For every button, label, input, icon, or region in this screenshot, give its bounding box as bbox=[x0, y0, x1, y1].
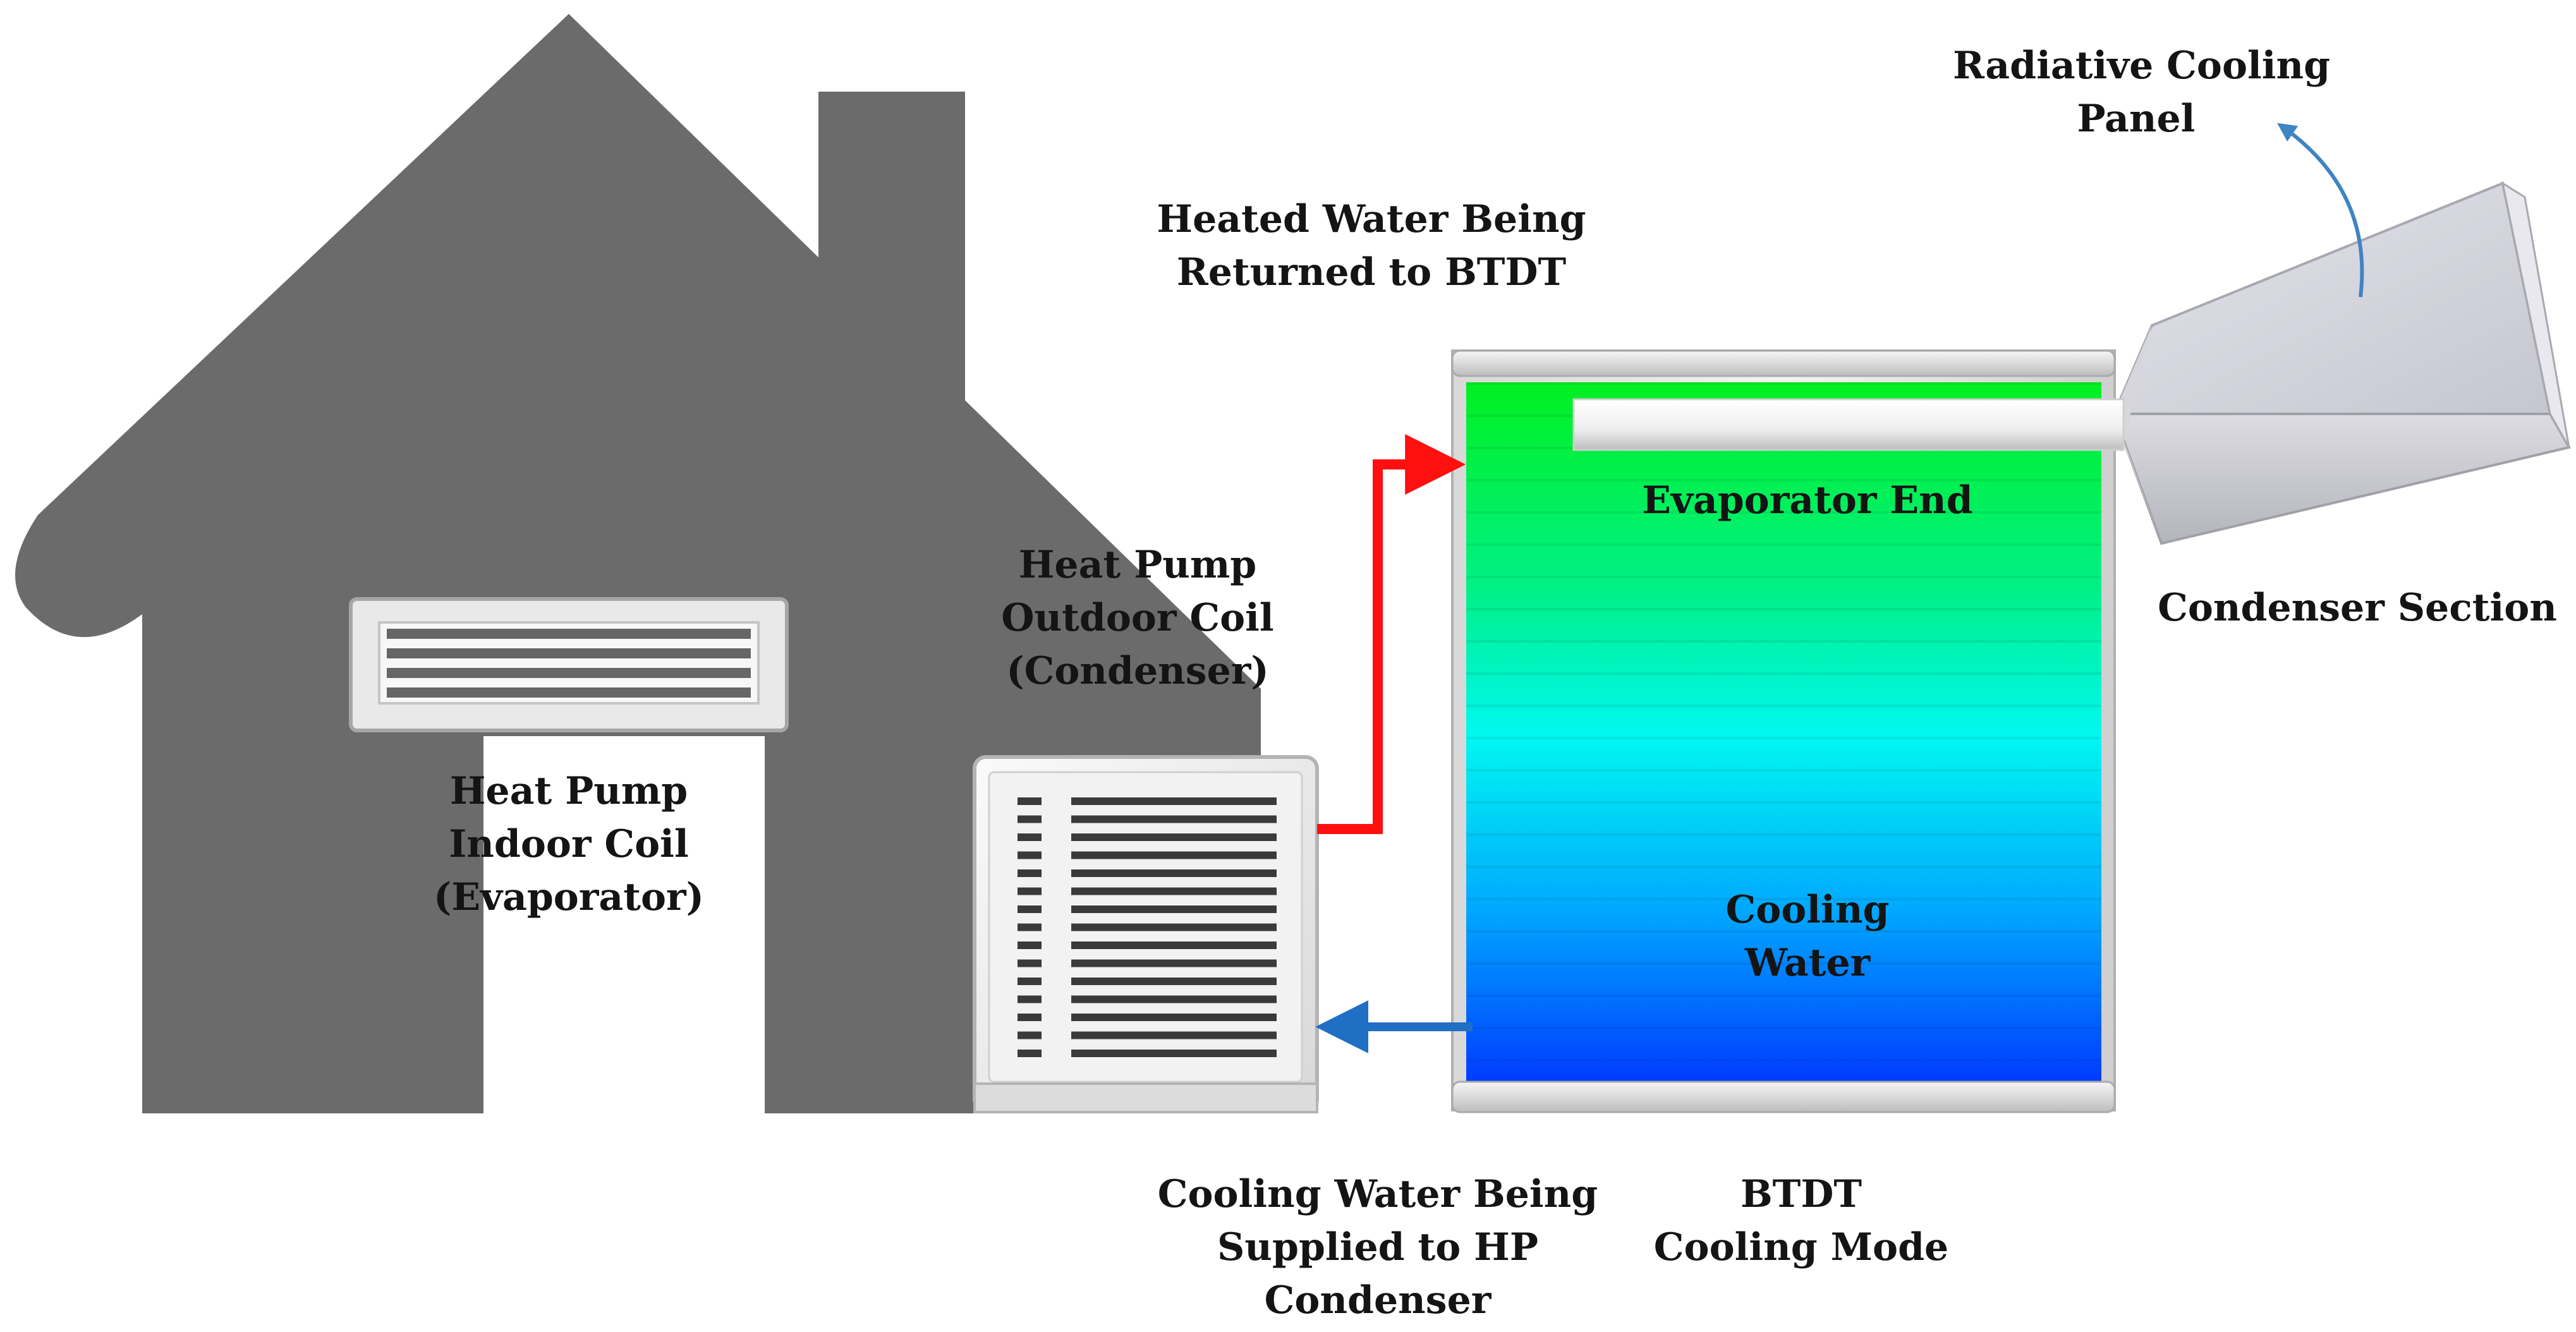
grille-slot bbox=[1018, 869, 1042, 877]
grille-bar bbox=[1071, 851, 1277, 859]
hot-water-return-arrow bbox=[1317, 434, 1466, 834]
grille-slot bbox=[1018, 833, 1042, 841]
tank-band bbox=[1466, 1059, 2101, 1062]
grille-bar bbox=[1071, 1050, 1277, 1057]
radiative-cooling-panel bbox=[2111, 181, 2572, 545]
house-silhouette-icon bbox=[15, 14, 1261, 1113]
grille-bar bbox=[1071, 887, 1277, 895]
heat-pipe-tube bbox=[1572, 398, 2125, 451]
tank-band bbox=[1466, 801, 2101, 804]
grille-slot bbox=[1018, 1014, 1042, 1021]
tank-band bbox=[1466, 640, 2101, 643]
grille-bar bbox=[1071, 869, 1277, 877]
grille-slot bbox=[1018, 941, 1042, 949]
tank-band bbox=[1466, 833, 2101, 836]
tank-band bbox=[1466, 995, 2101, 997]
grille-bar bbox=[1071, 833, 1277, 841]
grille-slot bbox=[1018, 995, 1042, 1003]
tank-band bbox=[1466, 705, 2101, 707]
tank-band bbox=[1466, 737, 2101, 739]
grille-bar bbox=[1071, 797, 1277, 805]
grille-slot bbox=[1018, 887, 1042, 895]
tank-band bbox=[1466, 930, 2101, 933]
label-condenser-section: Condenser Section bbox=[2158, 586, 2557, 630]
grille-slot bbox=[1018, 797, 1042, 805]
tank-band bbox=[1466, 382, 2101, 385]
grille-bar bbox=[1071, 1014, 1277, 1021]
tank-band bbox=[1466, 769, 2101, 772]
grille-bar bbox=[1071, 923, 1277, 931]
tank-band bbox=[1466, 672, 2101, 675]
tank-band bbox=[1466, 479, 2101, 481]
grille-bar bbox=[1071, 959, 1277, 967]
label-evaporator-end: Evaporator End bbox=[1642, 478, 1973, 523]
tank-band bbox=[1466, 608, 2101, 610]
grille-slot bbox=[1018, 851, 1042, 859]
grille-bar bbox=[1071, 815, 1277, 823]
grille-slot bbox=[1018, 923, 1042, 931]
grille-bar bbox=[1071, 995, 1277, 1003]
btdt-tank bbox=[1451, 349, 2125, 1113]
vent-grille-icon bbox=[349, 597, 789, 732]
radiative-heat-arrow bbox=[2277, 123, 2364, 298]
house-body bbox=[15, 14, 1261, 1113]
outdoor-unit-icon bbox=[973, 755, 1319, 1113]
tank-band bbox=[1466, 1027, 2101, 1029]
tank-band bbox=[1466, 898, 2101, 900]
grille-bar bbox=[1071, 978, 1277, 985]
tank-band bbox=[1466, 866, 2101, 868]
grille-slot bbox=[1018, 1031, 1042, 1039]
grille-slot bbox=[1018, 1050, 1042, 1057]
grille-bar bbox=[1071, 1031, 1277, 1039]
grille-bar bbox=[1071, 905, 1277, 913]
grille-slot bbox=[1018, 905, 1042, 913]
tank-band bbox=[1466, 962, 2101, 965]
grille-bar bbox=[1071, 941, 1277, 949]
grille-slot bbox=[1018, 978, 1042, 985]
grille-slot bbox=[1018, 815, 1042, 823]
tank-band bbox=[1466, 543, 2101, 546]
tank-band bbox=[1466, 511, 2101, 514]
grille-slot bbox=[1018, 959, 1042, 967]
tank-band bbox=[1466, 576, 2101, 578]
